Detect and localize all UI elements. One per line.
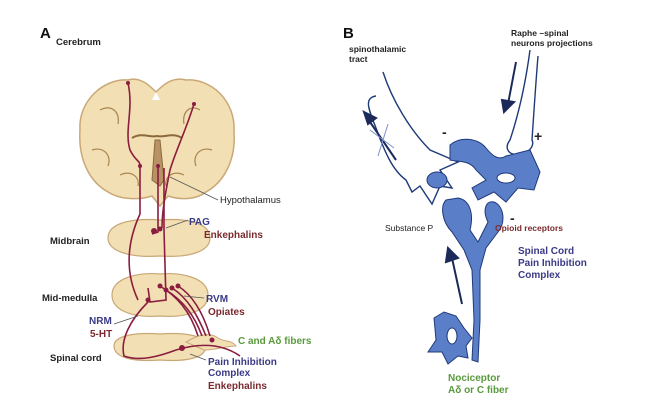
spinal-cord-complex-label-1: Spinal Cord [518,246,575,257]
leader-lines [113,176,219,361]
pag-label: PAG [189,217,210,228]
excitation-sign: + [534,128,543,144]
inhibitory-interneuron [449,138,541,203]
nrm-label: NRM [89,316,112,327]
block-x-icon [369,123,395,157]
mid-medulla-label: Mid-medulla [42,293,98,304]
raphe-label-2: neurons projections [511,38,593,48]
cerebrum-section [79,78,235,208]
spinal-cord-complex-label-2: Pain Inhibition [518,258,587,269]
enkephalins-bottom-label: Enkephalins [208,381,267,392]
spinal-cord-label: Spinal cord [50,353,102,364]
fiber-type-label: Aδ or C fiber [448,385,509,396]
inhibition-sign-1: - [442,124,447,140]
cerebrum-label: Cerebrum [56,37,101,48]
five-ht-label: 5-HT [90,329,113,340]
c-ad-fibers-label: C and Aδ fibers [238,336,312,347]
substance-p-label: Substance P [385,223,434,233]
complex-label: Complex [208,368,251,379]
spinothalamic-label-2: tract [349,54,368,64]
enkephalins-top-label: Enkephalins [204,230,263,241]
interneuron-nucleus [496,172,516,184]
panel-a-letter: A [40,25,51,42]
opioid-receptors-label: Opioid receptors [495,223,564,233]
descending-arrow [500,61,517,115]
nociceptor-nucleus [446,327,458,345]
nociceptor-arrow [444,245,463,305]
midbrain-label: Midbrain [50,236,90,247]
inhibition-sign-2: - [510,210,515,226]
nociceptor-label: Nociceptor [448,373,501,384]
spinal-cord-complex-label-3: Complex [518,270,561,281]
spinothalamic-nucleus [426,171,448,189]
spinothalamic-label-1: spinothalamic [349,44,407,54]
nociceptor-neuron [442,197,504,363]
spinothalamic-neuron [367,71,460,206]
hypothalamus-label: Hypothalamus [220,195,281,206]
opiates-label: Opiates [208,307,245,318]
pain-inhibition-label: Pain Inhibition [208,357,277,368]
pathway-nodes [126,81,215,351]
raphe-label-1: Raphe –spinal [511,28,569,38]
rvm-label: RVM [206,294,229,305]
panel-b-letter: B [343,25,354,42]
